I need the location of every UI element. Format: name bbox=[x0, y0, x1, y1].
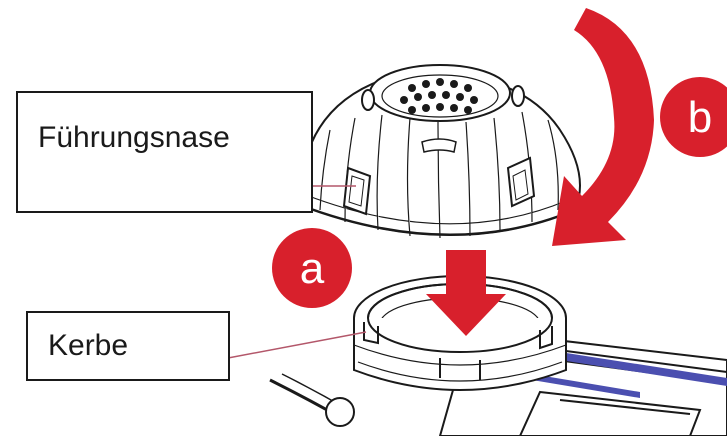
badge-a-icon: a bbox=[272, 228, 352, 308]
callout-notch-label: Kerbe bbox=[48, 329, 128, 363]
callout-notch-box: Kerbe bbox=[26, 311, 230, 381]
curved-arrow-icon bbox=[552, 8, 654, 246]
badge-a-label: a bbox=[300, 244, 325, 293]
badge-b-label: b bbox=[688, 93, 712, 142]
badge-b-icon: b bbox=[660, 77, 727, 157]
cap-dome bbox=[300, 65, 580, 238]
leader-line-notch bbox=[228, 332, 366, 358]
callout-guide-nose-label: Führungsnase bbox=[38, 121, 230, 155]
callout-guide-nose-box: Führungsnase bbox=[16, 91, 313, 213]
